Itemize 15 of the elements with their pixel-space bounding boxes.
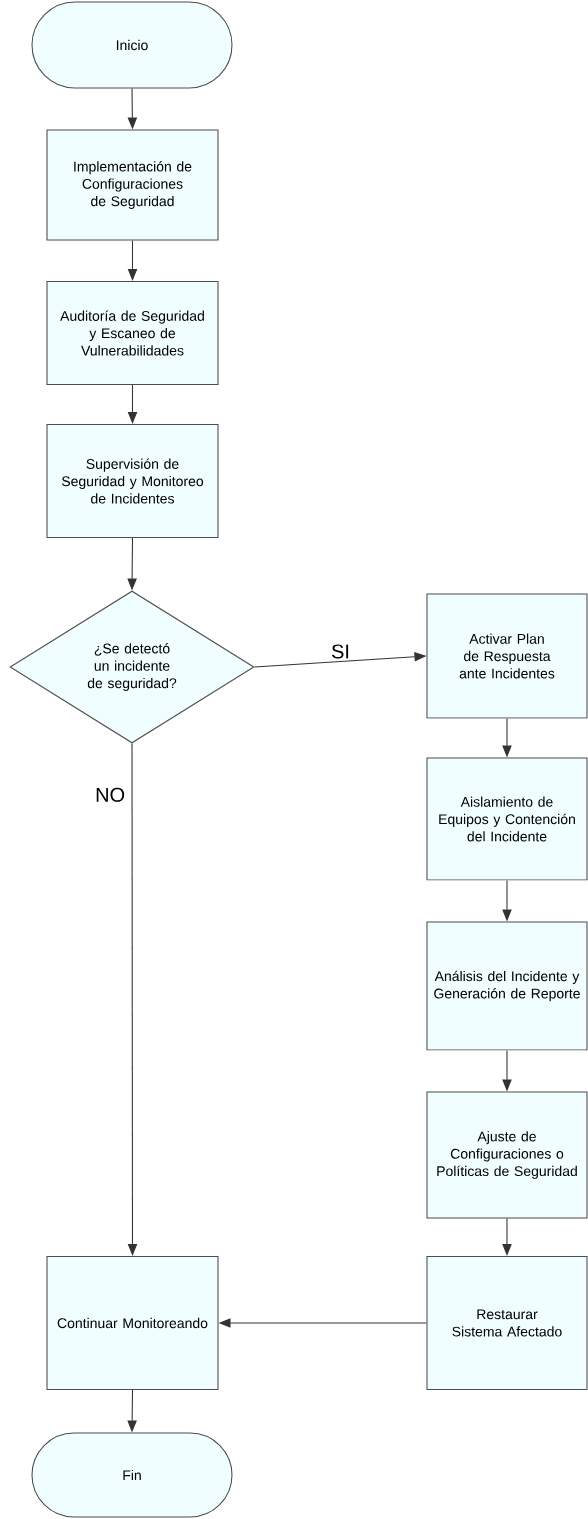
- arrow: [127, 240, 138, 281]
- process-box: Continuar Monitoreando: [46, 1255, 219, 1391]
- process-box: Restaurar Sistema Afectado: [426, 1255, 588, 1391]
- arrow: [127, 384, 138, 424]
- edge-label: SI: [329, 643, 352, 660]
- edge-label: NO: [93, 786, 127, 804]
- process-box: Implementación de Configuraciones de Seguridad: [46, 129, 219, 241]
- process-box: Activar Plan de Respuesta ante Incidentes: [426, 593, 588, 719]
- process-box: Ajuste de Configuraciones o Políticas de Seguridad: [426, 1091, 588, 1219]
- process-box: Supervisión de Seguridad y Monitoreo de Incidentes: [46, 423, 219, 539]
- process-box: Análisis del Incidente y Generación de Reporte: [426, 921, 588, 1051]
- arrow: [502, 1218, 512, 1256]
- process-box: Aislamiento de Equipos y Contención del Incidente: [426, 757, 588, 881]
- arrow: [127, 743, 138, 1256]
- process-box: Auditoría de Seguridad y Escaneo de Vulnerabilidades: [46, 280, 219, 386]
